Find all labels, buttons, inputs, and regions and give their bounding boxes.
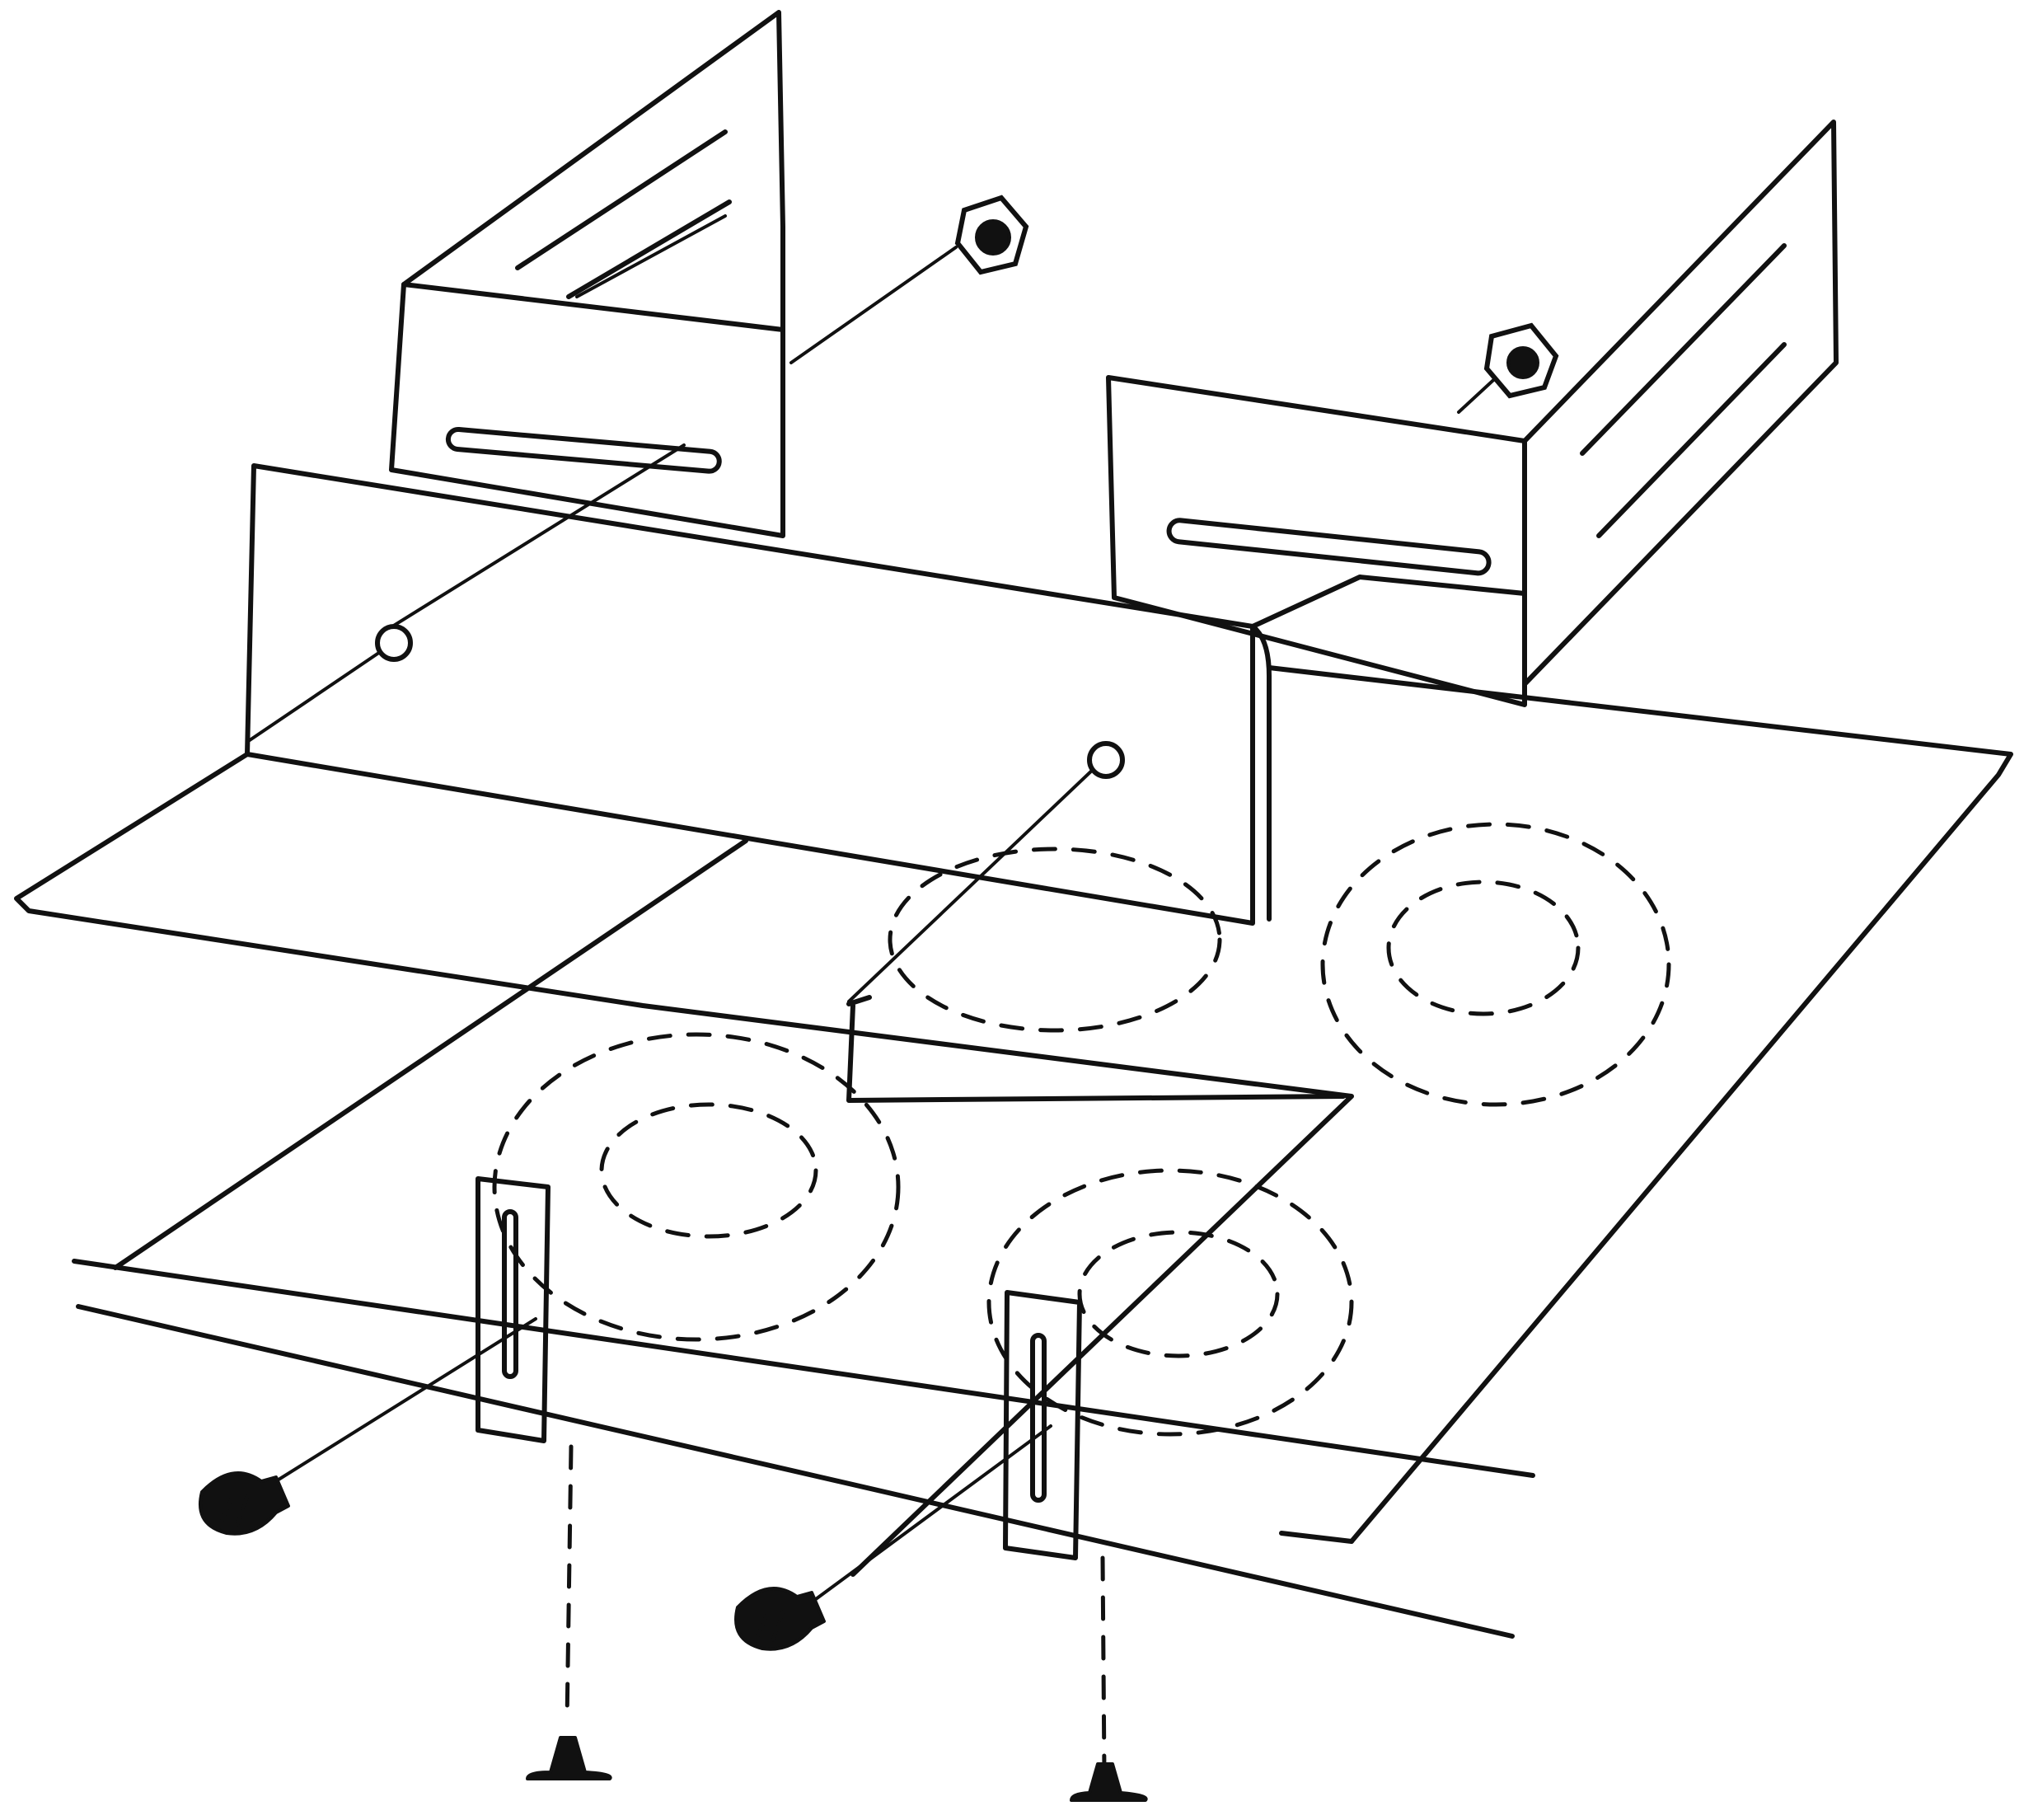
front-mounting-clip-right (1003, 1290, 1082, 1560)
nut-icon (1483, 322, 1559, 399)
cooktop-panel (14, 665, 2013, 1577)
bracket-slot (1580, 243, 1787, 456)
wood-screw (199, 1471, 826, 1651)
washer-icon (1087, 741, 1125, 779)
bracket-slot (515, 129, 728, 270)
bracket-slot (1166, 518, 1492, 576)
fastener-leader-lines (246, 246, 1514, 1601)
nail-icon (1070, 1762, 1148, 1802)
rear-upstand-plate (245, 463, 1527, 926)
nail-icon (526, 1736, 612, 1780)
rear-mounting-bracket-right (1106, 120, 1839, 707)
screw-icon (734, 1587, 826, 1651)
countertop-edge (72, 1259, 1535, 1639)
hex-nut (954, 195, 1559, 399)
nut-icon (954, 195, 1029, 275)
bracket-slot (445, 427, 722, 474)
front-mounting-clip-left (476, 1176, 551, 1443)
screw-icon (199, 1471, 290, 1536)
rear-mounting-bracket-left (389, 10, 785, 538)
nail (526, 1444, 1148, 1802)
washer (375, 624, 1125, 779)
washer-icon (375, 624, 413, 662)
burner-outline (492, 822, 1671, 1437)
